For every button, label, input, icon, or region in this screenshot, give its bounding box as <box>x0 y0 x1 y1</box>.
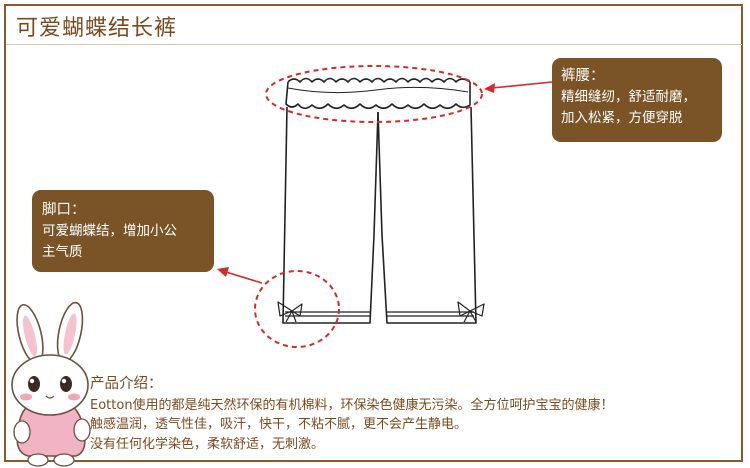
hem-callout: 脚口： 可爱蝴蝶结，增加小公 主气质 <box>32 190 214 272</box>
hem-highlight-ellipse <box>254 270 340 348</box>
hem-callout-line-1: 可爱蝴蝶结，增加小公 <box>42 223 177 239</box>
pants-drawing <box>277 77 485 324</box>
rabbit-mascot <box>11 301 91 467</box>
waist-callout-line-2: 加入松紧，方便穿脱 <box>561 110 683 126</box>
page-frame <box>4 4 743 462</box>
hem-arrow-line <box>225 271 263 284</box>
waist-ruffle-band <box>285 81 471 110</box>
product-intro-line-1: Eotton使用的都是纯天然环保的有机棉料，环保染色健康无污染。全方位呵护宝宝的… <box>90 397 614 413</box>
waist-elastic-line <box>287 86 469 94</box>
title-divider <box>6 44 742 45</box>
waist-ruffle-top <box>287 77 471 83</box>
product-intro: 产品介绍： Eotton使用的都是纯天然环保的有机棉料，环保染色健康无污染。全方… <box>90 375 740 454</box>
product-intro-line-2: 触感温润，透气性佳，吸汗，快干，不粘不腻，更不会产生静电。 <box>90 417 468 432</box>
arrow-icon <box>217 81 553 284</box>
hem-arrow-head <box>217 267 229 277</box>
left-hem-bow <box>277 301 303 323</box>
product-intro-heading: 产品介绍： <box>90 376 163 392</box>
waist-callout-line-1: 精细缝纫，舒适耐磨， <box>561 89 696 105</box>
waist-callout-heading: 裤腰： <box>561 68 605 84</box>
waist-arrow-line <box>491 81 553 89</box>
hem-callout-heading: 脚口： <box>42 202 86 218</box>
waist-callout: 裤腰： 精细缝纫，舒适耐磨， 加入松紧，方便穿脱 <box>552 58 722 142</box>
product-intro-line-3: 没有任何化学染色，柔软舒适，无刺激。 <box>90 436 325 452</box>
waist-highlight-ellipse <box>265 65 483 123</box>
left-leg-outline <box>282 106 379 324</box>
waist-arrow-head <box>484 83 495 93</box>
page-title: 可爱蝴蝶结长裤 <box>16 16 178 41</box>
right-hem-bow <box>457 301 485 323</box>
hem-callout-line-2: 主气质 <box>42 244 83 260</box>
right-leg-outline <box>377 106 477 324</box>
